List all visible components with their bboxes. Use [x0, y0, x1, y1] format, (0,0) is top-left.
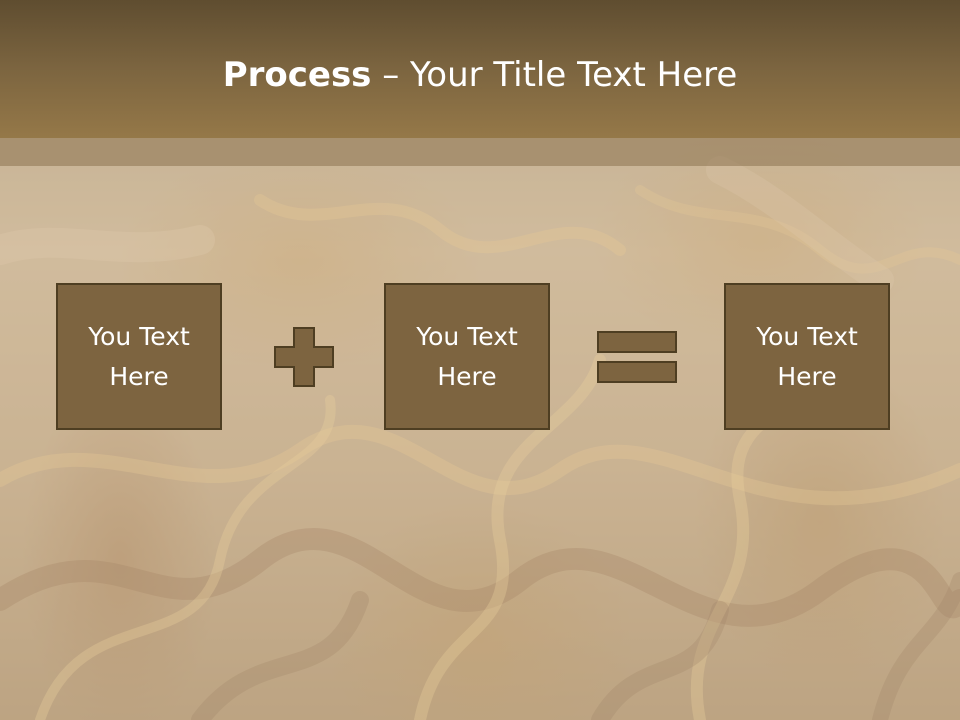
plus-icon — [274, 327, 334, 387]
slide-title-rest: – Your Title Text Here — [371, 55, 738, 95]
process-box-1[interactable]: You Text Here — [56, 283, 222, 430]
process-box-2-label: You Text Here — [416, 321, 518, 391]
process-box-3[interactable]: You Text Here — [724, 283, 890, 430]
title-bar — [0, 0, 960, 138]
process-box-2[interactable]: You Text Here — [384, 283, 550, 430]
slide-title: Process – Your Title Text Here — [0, 52, 960, 98]
process-box-3-label: You Text Here — [756, 321, 858, 391]
process-box-1-label: You Text Here — [88, 321, 190, 391]
title-strip — [0, 138, 960, 166]
slide-title-bold: Process — [222, 55, 372, 95]
equals-icon — [597, 331, 677, 383]
